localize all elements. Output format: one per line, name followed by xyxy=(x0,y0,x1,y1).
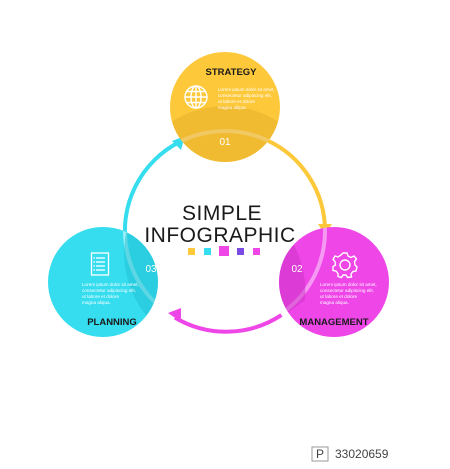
node-planning-number: 03 xyxy=(145,264,157,275)
node-strategy-title: STRATEGY xyxy=(205,67,257,78)
center-title-line1: SIMPLE xyxy=(182,202,262,225)
color-square-4 xyxy=(237,248,244,255)
color-square-1 xyxy=(188,248,195,255)
node-management: 02 Lorem ipsum dolor sit amet, consectet… xyxy=(279,227,389,337)
node-planning-title: PLANNING xyxy=(87,317,137,328)
color-squares xyxy=(188,246,260,256)
node-strategy-text-3: ut labore et dolore xyxy=(218,99,255,104)
node-planning-text-2: consectetur adipiscing elit, xyxy=(82,288,136,293)
color-square-2 xyxy=(204,248,211,255)
node-management-title: MANAGEMENT xyxy=(299,317,368,328)
gear-icon xyxy=(332,252,358,279)
node-management-text-2: consectetur adipiscing elit, xyxy=(320,288,374,293)
arc-management-to-planning xyxy=(173,313,283,334)
watermark-number: 33020659 xyxy=(335,447,389,461)
node-planning-text-4: magna aliqua. xyxy=(82,300,111,305)
node-management-number: 02 xyxy=(291,264,303,275)
node-management-text-3: ut labore et dolore xyxy=(320,294,357,299)
arrow-to-planning xyxy=(168,308,181,322)
node-management-text-1: Lorem ipsum dolor sit amet, xyxy=(320,282,377,287)
node-strategy-text-1: Lorem ipsum dolor sit amet, xyxy=(218,87,275,92)
center-title-line2: INFOGRAPHIC xyxy=(144,224,295,247)
watermark-mark: P xyxy=(316,447,324,461)
arc-strategy-to-management xyxy=(265,138,327,232)
node-planning-text-3: ut labore et dolore xyxy=(82,294,119,299)
document-icon xyxy=(90,252,110,276)
node-strategy-text-2: consectetur adipiscing elit, xyxy=(218,93,272,98)
watermark: P 33020659 xyxy=(311,446,389,462)
node-planning-text-1: Lorem ipsum dolor sit amet, xyxy=(82,282,139,287)
node-strategy-number: 01 xyxy=(219,137,231,148)
color-square-3 xyxy=(219,246,229,256)
node-strategy-text-4: magna aliqua. xyxy=(218,105,247,110)
color-square-5 xyxy=(253,248,260,255)
globe-icon xyxy=(184,85,208,109)
node-management-text-4: magna aliqua. xyxy=(320,300,349,305)
node-management-circle xyxy=(279,227,389,337)
